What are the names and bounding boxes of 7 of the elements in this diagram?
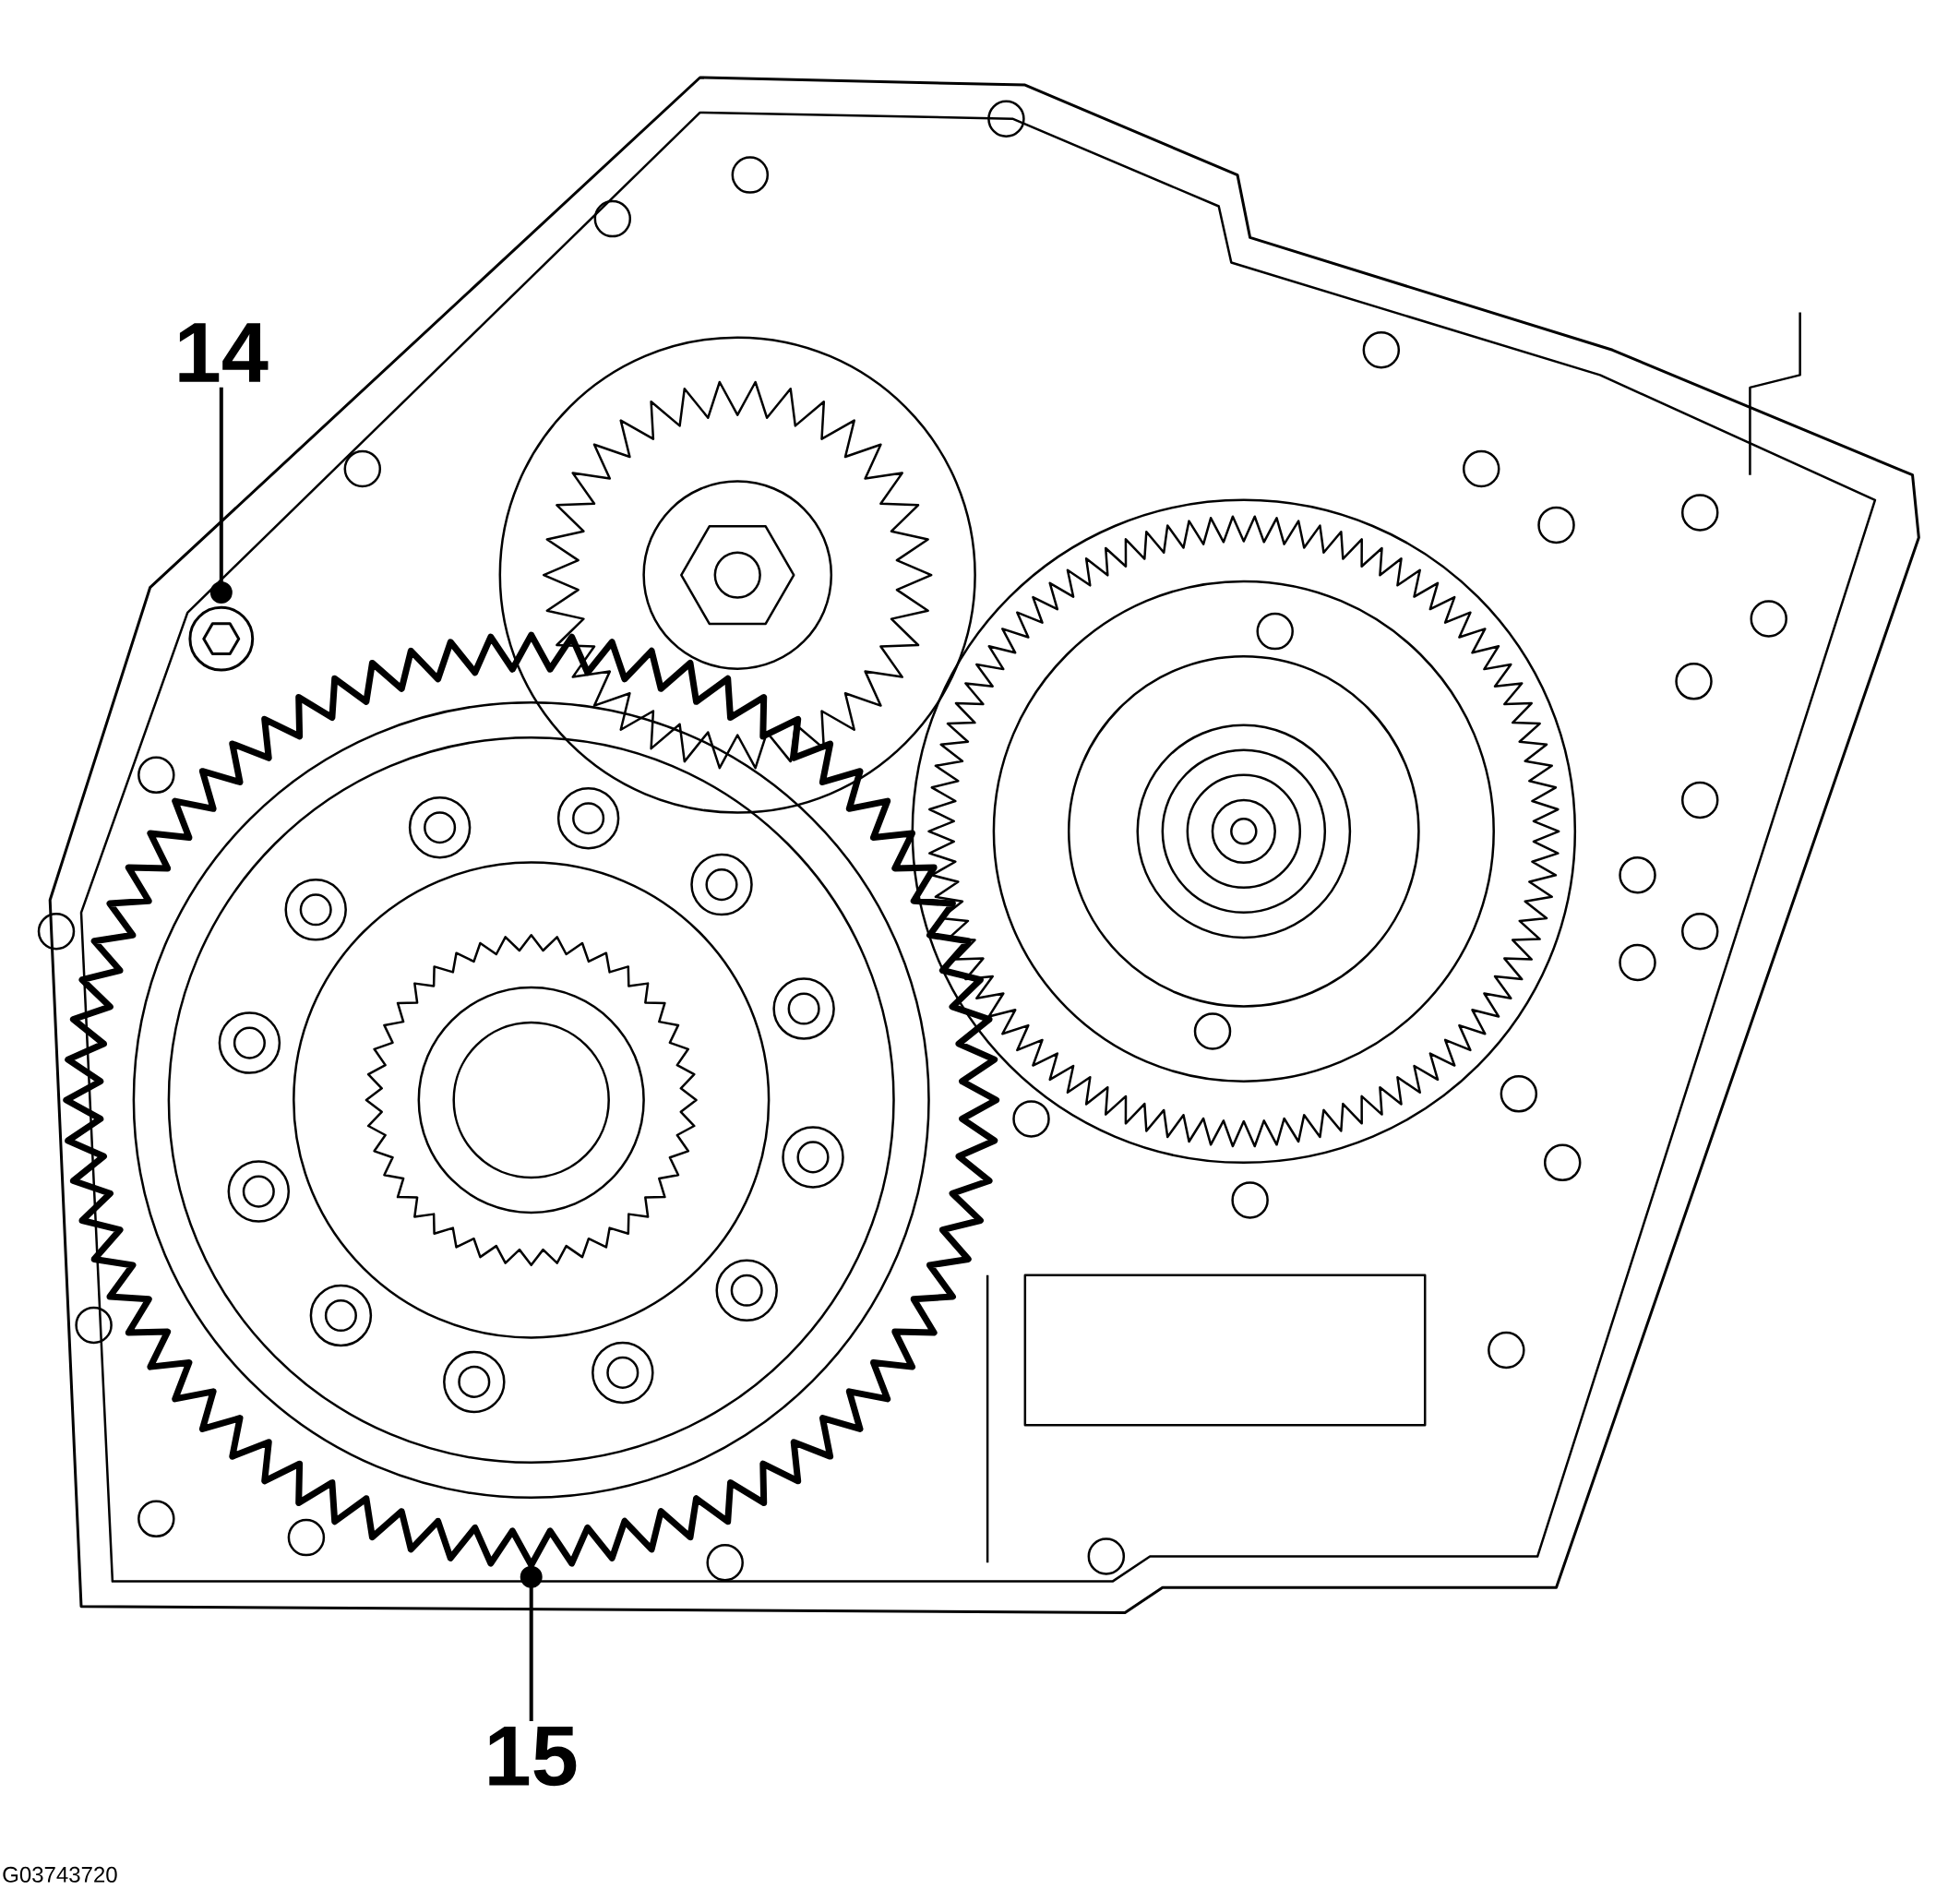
leader-line (209, 387, 233, 604)
callout-number: 15 (489, 1727, 577, 1787)
figure-code: G03743720 (3, 1866, 117, 1883)
ring-gear-drawing (63, 631, 1000, 1569)
leader-line (520, 1565, 543, 1721)
bolt-drawing (188, 605, 255, 672)
callout-number: 14 (179, 323, 269, 382)
